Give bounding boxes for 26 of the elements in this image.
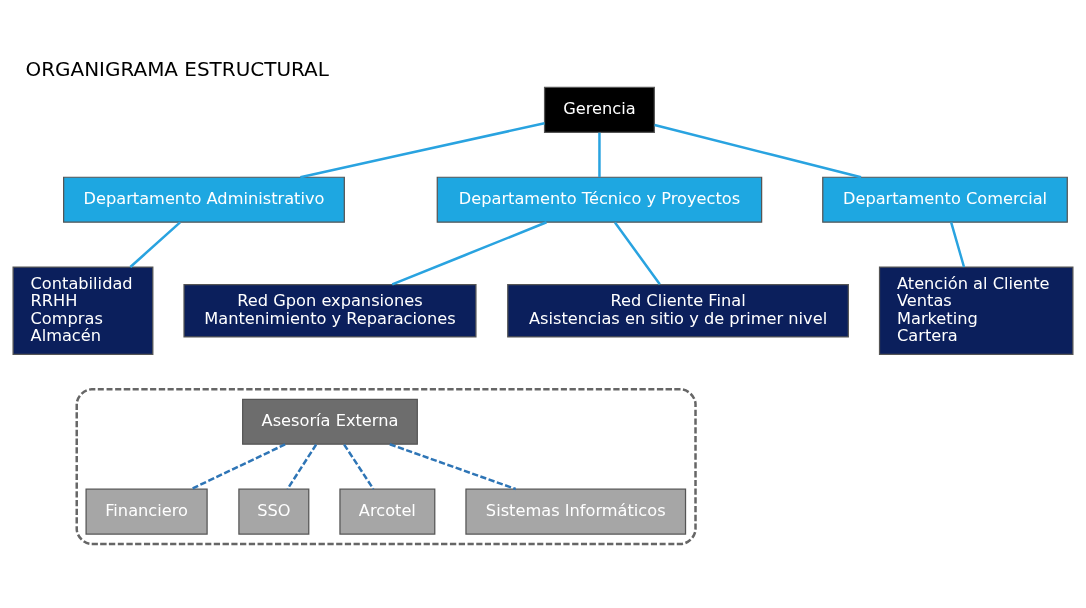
connector <box>286 443 318 490</box>
node-box: Atención al Cliente Ventas Marketing Cartera <box>878 265 1074 355</box>
node-box: SSO <box>238 488 310 535</box>
connector <box>613 221 661 285</box>
node-box: Arcotel <box>339 488 436 535</box>
connector <box>343 443 375 490</box>
connector <box>389 442 517 490</box>
node-box: Red Cliente Final Asistencias en sitio y de primer nivel <box>507 283 849 338</box>
connector <box>654 123 862 178</box>
node-box: Financiero <box>85 488 208 535</box>
node-box: Departamento Administrativo <box>63 176 345 223</box>
node-box: Gerencia <box>543 86 655 133</box>
node-box: Departamento Comercial <box>822 176 1068 223</box>
node-box: Sistemas Informáticos <box>465 488 687 535</box>
connector <box>950 221 966 267</box>
diagram-title: ORGANIGRAMA ESTRUCTURAL <box>25 56 329 81</box>
node-box: Asesoría Externa <box>242 398 418 445</box>
node-box: Red Gpon expansiones Mantenimiento y Reparaciones <box>183 283 477 338</box>
connector <box>391 220 547 286</box>
connector <box>598 132 601 177</box>
node-box: Departamento Técnico y Proyectos <box>436 176 763 223</box>
connector <box>129 220 181 268</box>
connector <box>190 442 286 490</box>
node-box: Contabilidad RRHH Compras Almacén <box>12 265 154 355</box>
connector <box>300 121 545 178</box>
cluster <box>75 387 697 545</box>
